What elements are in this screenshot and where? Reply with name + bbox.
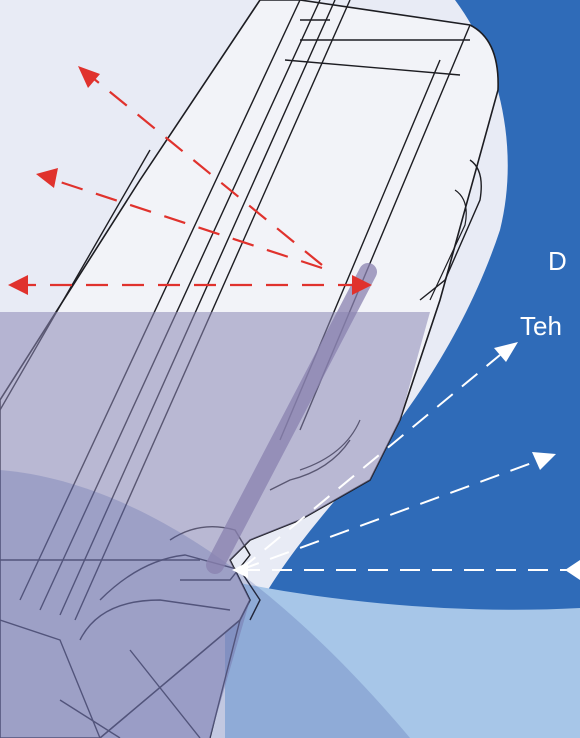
right-label-2: Teh: [520, 311, 562, 341]
right-label-1: D: [548, 246, 567, 276]
